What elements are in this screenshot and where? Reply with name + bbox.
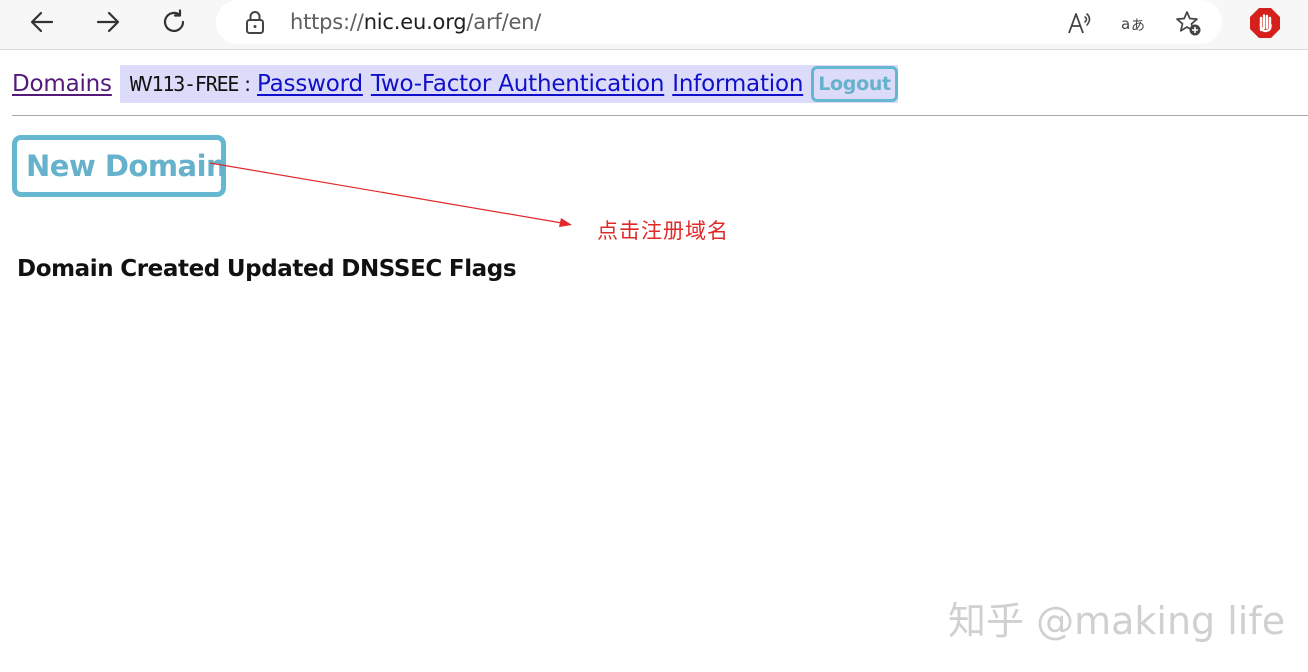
browser-toolbar: https://nic.eu.org/arf/en/ a あ (0, 0, 1308, 50)
address-bar[interactable]: https://nic.eu.org/arf/en/ a あ (216, 0, 1222, 44)
back-button[interactable] (22, 4, 62, 40)
watermark: 知乎 @making life (948, 599, 1286, 643)
column-created: Created (120, 256, 220, 282)
user-menu: WV113-FREE : Password Two-Factor Authent… (119, 65, 898, 103)
new-domain-button[interactable]: New Domain (12, 135, 227, 197)
handle-separator: : (244, 72, 252, 96)
svg-text:a: a (1121, 15, 1130, 33)
column-dnssec: DNSSEC (341, 256, 442, 282)
refresh-icon (163, 9, 185, 33)
column-domain: Domain (17, 256, 114, 282)
url-path: /arf/en/ (466, 10, 542, 34)
two-factor-link[interactable]: Two-Factor Authentication (370, 71, 665, 97)
url-text[interactable]: https://nic.eu.org/arf/en/ (290, 9, 541, 35)
top-navigation: Domains WV113-FREE : Password Two-Factor… (12, 64, 898, 104)
add-favorite-icon (1176, 11, 1201, 36)
url-host: nic.eu.org (363, 10, 467, 34)
read-aloud-icon (1068, 13, 1091, 34)
password-link[interactable]: Password (257, 71, 363, 97)
divider (12, 115, 1308, 116)
lock-icon[interactable] (244, 9, 266, 35)
logout-button[interactable]: Logout (811, 66, 898, 102)
forward-button[interactable] (88, 4, 128, 40)
back-icon (30, 11, 54, 33)
translate-button[interactable]: a あ (1118, 8, 1150, 38)
domains-link[interactable]: Domains (12, 71, 112, 97)
domain-table-header: Domain Created Updated DNSSEC Flags (17, 256, 523, 282)
svg-text:あ: あ (1131, 18, 1145, 34)
information-link[interactable]: Information (672, 71, 804, 97)
column-flags: Flags (448, 256, 517, 282)
adblock-extension-icon[interactable] (1248, 6, 1282, 40)
column-updated: Updated (226, 256, 335, 282)
url-scheme: https:// (290, 10, 364, 34)
refresh-button[interactable] (154, 4, 194, 40)
user-handle: WV113-FREE (129, 72, 240, 96)
new-domain-label: New Domain (26, 149, 227, 183)
annotation-text: 点击注册域名 (597, 219, 729, 243)
forward-icon (96, 11, 120, 33)
add-favorite-button[interactable] (1172, 8, 1204, 38)
translate-icon: a あ (1121, 15, 1145, 34)
read-aloud-button[interactable] (1064, 8, 1096, 38)
